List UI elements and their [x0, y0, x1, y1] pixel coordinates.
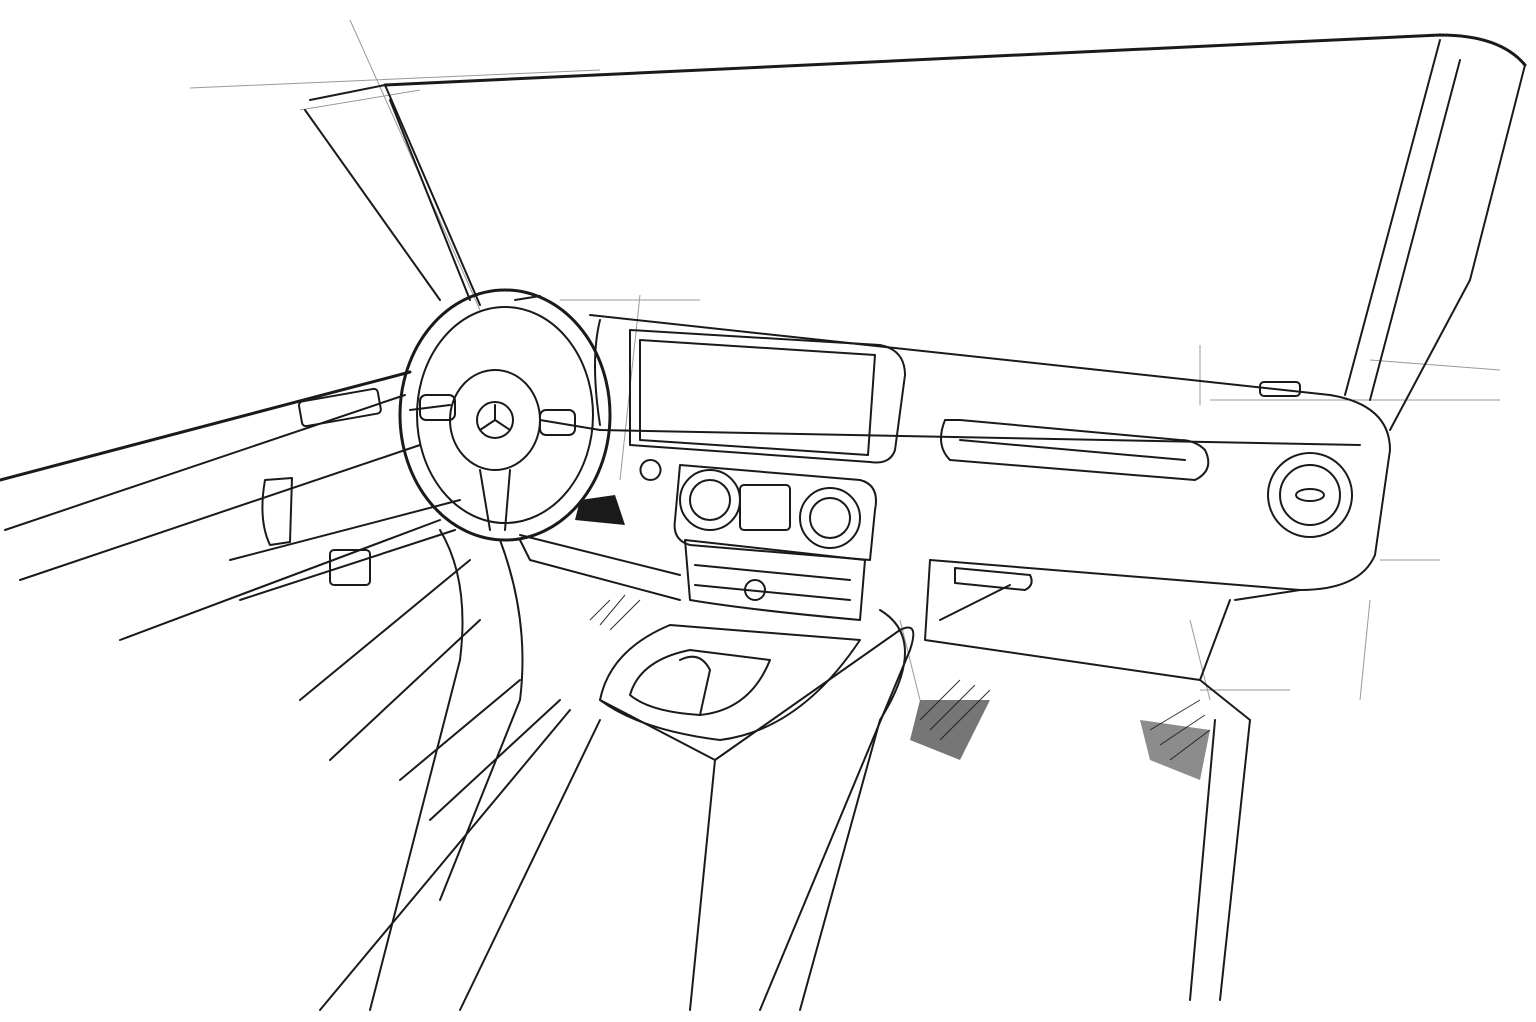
glovebox	[954, 381, 1301, 591]
floor-and-seats	[319, 529, 1211, 1011]
left-door	[0, 370, 481, 761]
steering-wheel	[398, 288, 625, 542]
dashboard	[519, 314, 1391, 1001]
air-vents	[679, 452, 1353, 549]
construction-lines	[189, 19, 1501, 701]
grab-handle	[940, 419, 1210, 481]
center-stack	[639, 459, 877, 621]
gear-selector-console	[599, 624, 861, 741]
windshield-frame	[304, 33, 1527, 431]
display-screen	[629, 329, 906, 464]
